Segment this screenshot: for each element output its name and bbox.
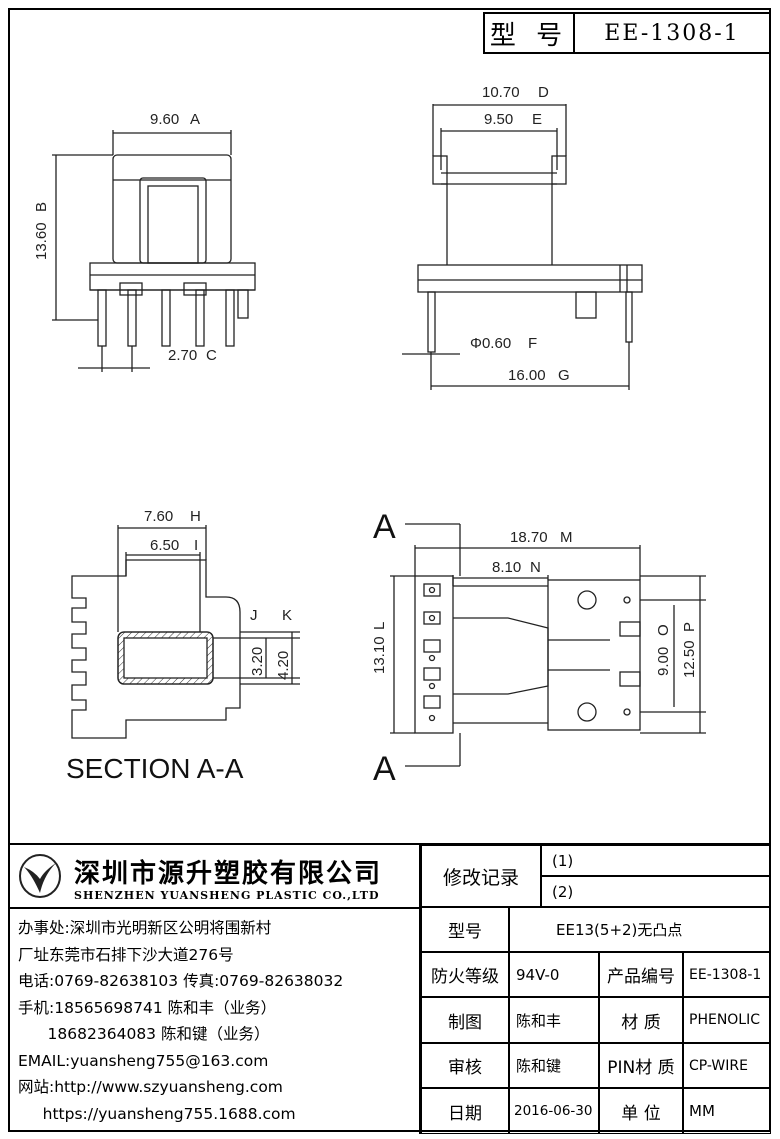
dim-section-w2-tag: I (194, 537, 198, 554)
dim-pin-dia: Φ0.60 (470, 335, 511, 352)
dim-height: 13.60 (33, 222, 50, 260)
revision-2: (2) (541, 876, 771, 907)
dim-inner: 9.50 (484, 111, 513, 128)
dim-pin-dia-tag: F (528, 335, 537, 352)
drawing-sheet (8, 8, 771, 1132)
dim-length: 18.70 (510, 529, 548, 546)
company-line: 手机:18565698741 陈和丰（业务） (18, 998, 277, 1017)
dim-inner-tag: E (532, 111, 542, 128)
dim-height-tag: B (33, 202, 50, 212)
material-label: 材 质 (599, 997, 683, 1043)
revision-label: 修改记录 (421, 845, 541, 907)
fire-rating-label: 防火等级 (421, 952, 509, 997)
dim-outer: 10.70 (482, 84, 520, 101)
company-line: https://yuansheng755.1688.com (18, 1104, 296, 1123)
drawn-by-label: 制图 (421, 997, 509, 1043)
dim-section-h2: 4.20 (275, 651, 292, 680)
dim-section-h1: 3.20 (249, 647, 266, 676)
dim-offset: 8.10 (492, 559, 521, 576)
dim-width: 9.60 (150, 111, 179, 128)
dim-bottom-height-tag: L (371, 622, 388, 630)
dim-outer-tag: D (538, 84, 549, 101)
company-line: 电话:0769-82638103 传真:0769-82638032 (18, 972, 344, 990)
pin-material-label: PIN材 质 (599, 1043, 683, 1088)
dim-section-w1-tag: H (190, 508, 201, 525)
model-value: EE-1308-1 (604, 20, 740, 46)
fire-rating-value: 94V-0 (509, 952, 599, 997)
section-title: SECTION A-A (66, 753, 244, 784)
product-no-value: EE-1308-1 (683, 952, 771, 997)
technical-drawing: 9.60 A 13.60 B 2.70 C 10.70 D 9.50 E Φ0.… (33, 84, 706, 788)
company-line: 厂址东莞市石排下沙大道276号 (18, 945, 234, 964)
company-line: EMAIL:yuansheng755@163.com (18, 1051, 269, 1070)
company-name-cn: 深圳市源升塑胶有限公司 (74, 859, 383, 889)
company-line: 网站:http://www.szyuansheng.com (18, 1078, 283, 1096)
dim-outer-span-tag: P (681, 622, 698, 632)
section-mark-bottom: A (373, 750, 396, 788)
company-line: 18682364083 陈和键（业务） (18, 1025, 270, 1043)
material-value: PHENOLIC (683, 997, 771, 1043)
unit-label: 单 位 (599, 1088, 683, 1134)
company-logo-icon (19, 854, 61, 898)
dim-section-h2-tag: K (282, 607, 292, 624)
dim-section-w1: 7.60 (144, 508, 173, 525)
product-no-label: 产品编号 (599, 952, 683, 997)
section-view (71, 525, 300, 739)
model-row-label: 型号 (421, 907, 509, 952)
section-mark-top: A (373, 508, 396, 546)
unit-value: MM (683, 1088, 771, 1134)
dim-length-tag: M (560, 529, 573, 546)
model-label: 型 号 (485, 14, 575, 52)
date-value: 2016-06-30 (509, 1088, 599, 1134)
dim-section-w2: 6.50 (150, 537, 179, 554)
side-view (402, 104, 643, 390)
checked-by-value: 陈和键 (509, 1043, 599, 1088)
dim-offset-tag: N (530, 559, 541, 576)
dim-section-h1-tag: J (250, 607, 258, 624)
dim-span: 16.00 (508, 367, 546, 384)
company-line: 办事处:深圳市光明新区公明将围新村 (18, 919, 272, 937)
company-name-en: SHENZHEN YUANSHENG PLASTIC CO.,LTD (74, 889, 380, 902)
company-header: 深圳市源升塑胶有限公司 SHENZHEN YUANSHENG PLASTIC C… (8, 845, 419, 909)
title-block: 型 号 EE-1308-1 (483, 12, 771, 54)
dim-pin-span-tag: O (655, 624, 672, 636)
drawn-by-value: 陈和丰 (509, 997, 599, 1043)
dim-span-tag: G (558, 367, 570, 384)
spec-grid: 修改记录 (1) (2) 型号 EE13(5+2)无凸点 防火等级 94V-0 … (421, 845, 771, 1134)
dim-outer-span: 12.50 (681, 640, 698, 678)
pin-material-value: CP-WIRE (683, 1043, 771, 1088)
dim-bottom-height: 13.10 (371, 636, 388, 674)
model-row-value: EE13(5+2)无凸点 (509, 907, 771, 952)
company-info: 办事处:深圳市光明新区公明将围新村 厂址东莞市石排下沙大道276号 电话:076… (18, 915, 343, 1127)
dim-pin-span: 9.00 (655, 647, 672, 676)
company-block: 深圳市源升塑胶有限公司 SHENZHEN YUANSHENG PLASTIC C… (8, 845, 421, 1134)
dim-pitch: 2.70 (168, 347, 197, 364)
dim-pitch-tag: C (206, 347, 217, 364)
revision-1: (1) (541, 845, 771, 876)
front-view (52, 130, 256, 372)
dim-width-tag: A (190, 111, 200, 128)
title-table: 深圳市源升塑胶有限公司 SHENZHEN YUANSHENG PLASTIC C… (8, 843, 771, 1134)
bottom-view (390, 523, 706, 767)
checked-by-label: 审核 (421, 1043, 509, 1088)
date-label: 日期 (421, 1088, 509, 1134)
